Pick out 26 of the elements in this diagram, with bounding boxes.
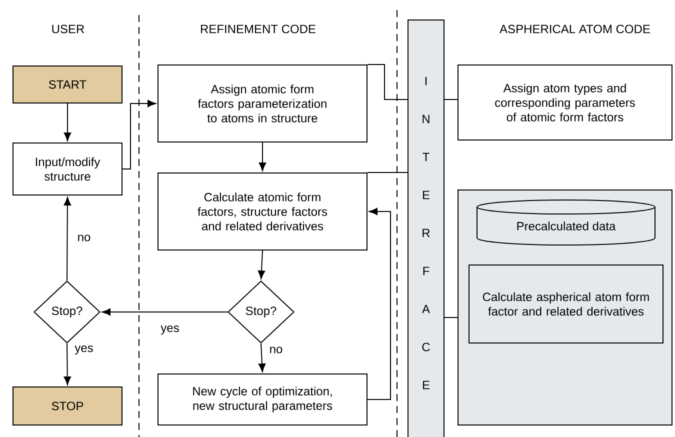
arrow	[258, 343, 266, 372]
arrow	[367, 208, 391, 400]
arrow	[102, 308, 228, 316]
column-header: USER	[52, 24, 84, 34]
arrow	[64, 196, 72, 281]
arrow	[258, 142, 266, 172]
arrow	[122, 100, 156, 170]
process-box: Assign atom types and corresponding parameters of atomic form factors	[458, 64, 672, 140]
process-box: New cycle of optimization, new structural parameters	[158, 374, 368, 426]
edge-label: no	[76, 234, 92, 242]
process-box: Calculate atomic form factors, structure factors and related derivatives	[158, 172, 368, 250]
stop-box: STOP	[12, 386, 122, 426]
start-box: START	[12, 66, 122, 104]
edge-label: yes	[160, 324, 180, 336]
column-header: ASPHERICAL ATOM CODE	[500, 24, 650, 34]
process-box: Assign atomic form factors parameterization to atoms in structure	[158, 64, 368, 142]
database-cylinder: Precalculated data	[476, 200, 656, 246]
arrow	[64, 103, 72, 142]
edge-label: yes	[74, 344, 94, 356]
process-box: Input/modify structure	[12, 142, 122, 196]
arrow	[64, 343, 71, 386]
edge-label: no	[268, 346, 284, 354]
column-header: REFINEMENT CODE	[201, 24, 316, 34]
interface-bar: I N T E R F A C E	[408, 20, 444, 437]
process-box: Calculate aspherical atom form factor and related derivatives	[468, 264, 664, 344]
arrow	[258, 250, 266, 280]
